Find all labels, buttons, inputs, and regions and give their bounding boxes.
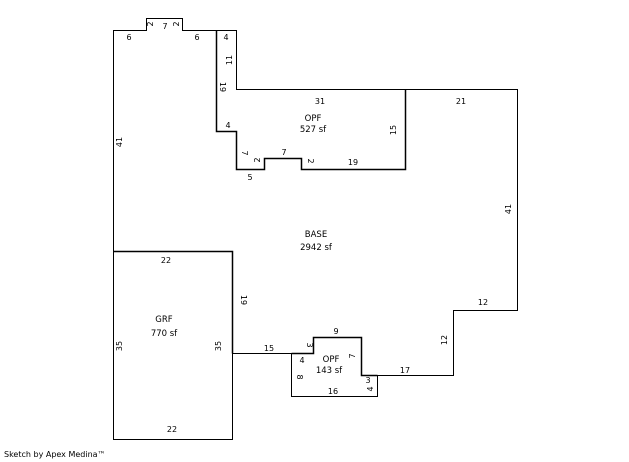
dim-right-top-21: 21	[456, 97, 466, 106]
dim-notch-19: 19	[218, 82, 227, 92]
dim-bump-left: 2	[146, 21, 155, 26]
opf-top-outline	[215, 30, 407, 171]
dim-grf-left-35: 35	[115, 341, 124, 351]
dim-grf-19: 19	[239, 295, 248, 305]
dim-opf2-16: 16	[328, 387, 338, 396]
dim-opf2-8: 8	[295, 374, 304, 379]
dim-grf-bottom-22: 22	[167, 425, 177, 434]
base-size: 2942 sf	[300, 243, 333, 253]
dim-opf2-7: 7	[348, 353, 357, 358]
dim-bump-right: 2	[172, 21, 181, 26]
dim-opf2-4: 4	[299, 356, 304, 365]
base-outline	[113, 18, 518, 440]
dim-notch-4: 4	[223, 33, 228, 42]
dim-top-right: 6	[194, 33, 199, 42]
dim-opf-7-top: 7	[281, 148, 286, 157]
dim-opf-15: 15	[389, 125, 398, 135]
sketch-credit: Sketch by Apex Medina™	[4, 450, 106, 459]
base-name: BASE	[305, 230, 327, 240]
dim-opf2-3: 3	[305, 342, 314, 347]
dim-bottom-15: 15	[264, 344, 274, 353]
opf-top-name: OPF	[305, 114, 322, 124]
dim-opf2-3b: 3	[365, 376, 370, 385]
grf-size: 770 sf	[151, 329, 178, 339]
dim-right-41: 41	[504, 204, 513, 214]
grf-name: GRF	[155, 315, 172, 325]
grf-outline	[113, 250, 234, 354]
dim-opf-5: 5	[247, 173, 252, 182]
opf-bottom-size: 143 sf	[316, 366, 343, 376]
dim-top-left: 6	[126, 33, 131, 42]
dim-opf-4: 4	[225, 121, 230, 130]
dim-step-12-h: 12	[478, 298, 488, 307]
dim-opf-2-b: 2	[306, 158, 315, 163]
dim-notch-11: 11	[225, 55, 234, 65]
dim-bump-top: 7	[162, 22, 167, 31]
opf-top-size: 527 sf	[300, 125, 327, 135]
dim-left-41: 41	[115, 137, 124, 147]
dim-step-12-v: 12	[440, 335, 449, 345]
dim-grf-top-22: 22	[161, 256, 171, 265]
dim-bottom-17: 17	[400, 366, 410, 375]
opf-bottom-name: OPF	[323, 355, 340, 365]
dim-opf-31: 31	[315, 97, 325, 106]
dim-opf-19: 19	[348, 158, 358, 167]
dim-opf-2-a: 2	[253, 157, 262, 162]
dim-grf-right-35: 35	[214, 341, 223, 351]
dim-opf2-4b: 4	[366, 386, 375, 391]
dim-opf-7-side: 7	[240, 150, 249, 155]
dim-opf2-9: 9	[333, 327, 338, 336]
opf-bottom-outline	[291, 336, 378, 377]
